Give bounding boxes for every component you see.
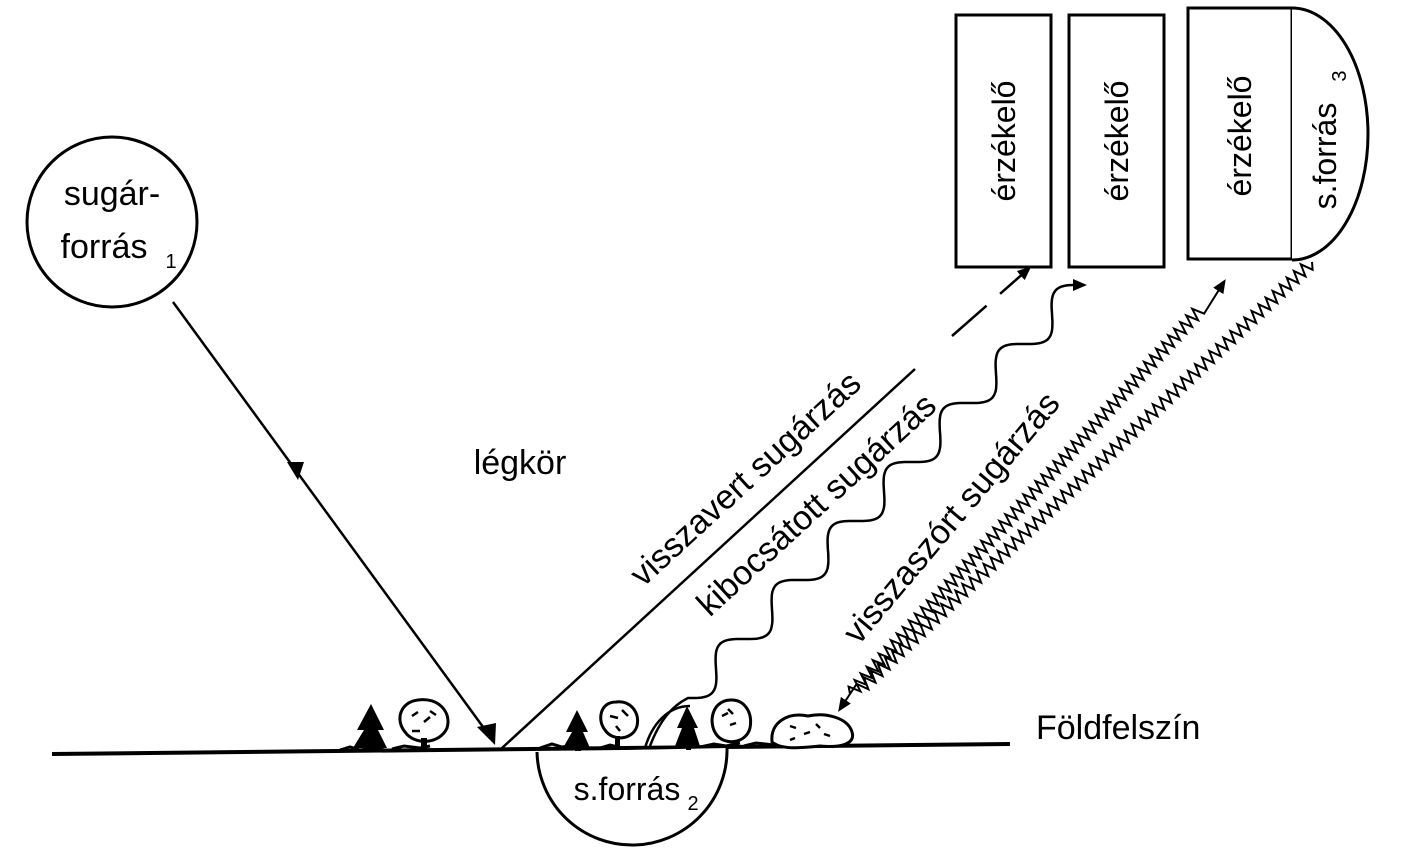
source3-label: s.forrás xyxy=(1307,103,1343,210)
deciduous-tree-2 xyxy=(599,700,640,750)
sensor-box-3 xyxy=(1186,6,1294,261)
incoming-ray-arrow xyxy=(287,462,304,480)
source2-semicircle xyxy=(535,747,729,847)
sensor-box-1 xyxy=(954,13,1053,269)
reflected-ray-dashed xyxy=(951,266,1032,337)
hill-outline xyxy=(643,704,691,749)
reflected-ray xyxy=(501,368,916,749)
sensor-label-1: érzékelő xyxy=(986,81,1022,202)
source3-subscript: 3 xyxy=(1329,70,1351,81)
conifer-tree-3 xyxy=(675,706,700,750)
sensor-label-2: érzékelő xyxy=(1099,81,1135,202)
atmosphere-label: légkör xyxy=(474,444,567,482)
sensor-box-2 xyxy=(1067,13,1166,269)
conifer-tree-2 xyxy=(563,710,590,751)
deciduous-tree-3 xyxy=(710,698,753,744)
incoming-ray-end-arrow xyxy=(477,723,496,745)
ground-label: Földfelszín xyxy=(1036,709,1200,747)
incoming-ray xyxy=(171,301,496,743)
backscatter-ray-return xyxy=(838,261,1314,712)
source1-subscript: 1 xyxy=(165,251,176,273)
conifer-tree-1 xyxy=(353,704,387,752)
source2-subscript: 2 xyxy=(687,793,698,815)
source1-label-line1: sugár- xyxy=(64,175,160,213)
ground-grass xyxy=(339,741,775,753)
source3-semicircle xyxy=(1291,6,1370,262)
vegetation xyxy=(339,698,855,753)
ground-line xyxy=(51,742,1011,756)
source1-label-line2: forrás xyxy=(61,228,148,266)
source1-circle xyxy=(25,135,199,309)
emitted-ray xyxy=(648,279,1087,747)
bush-cluster xyxy=(770,713,855,750)
source2-label: s.forrás xyxy=(574,771,681,807)
deciduous-tree-1 xyxy=(398,698,450,752)
backscatter-ray-outgoing xyxy=(847,279,1226,695)
sensor-label-3: érzékelő xyxy=(1222,76,1258,197)
